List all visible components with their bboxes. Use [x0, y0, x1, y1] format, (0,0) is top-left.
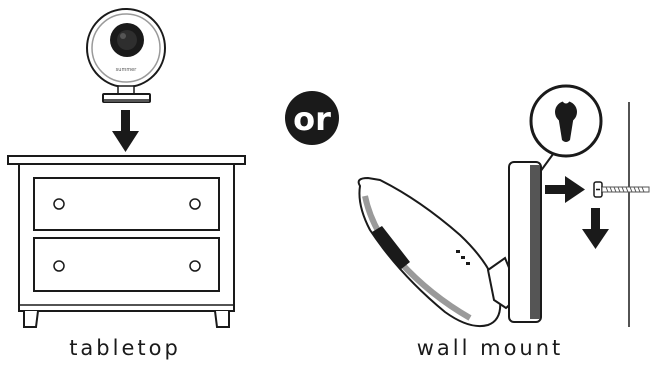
camera: summer: [86, 8, 166, 103]
camera-side-view: [357, 161, 542, 328]
dresser: [7, 155, 246, 328]
tabletop-caption: tabletop: [69, 336, 181, 360]
keyhole-callout: [529, 84, 603, 173]
or-label: or: [293, 100, 331, 138]
camera-brand-label: summer: [116, 67, 138, 73]
screw-icon: [593, 181, 650, 198]
keyhole-icon: [555, 96, 577, 142]
wall-mount-caption: wall mount: [416, 336, 564, 360]
or-badge: or: [285, 91, 339, 145]
arrow-down-icon: [112, 110, 139, 152]
tabletop-illustration: summer: [7, 8, 246, 328]
dresser-drawer-top: [33, 177, 220, 231]
dresser-drawer-bottom: [33, 237, 220, 292]
arrow-down-icon: [582, 208, 609, 249]
wall-mount-illustration: [357, 84, 650, 328]
arrow-right-icon: [545, 176, 585, 203]
